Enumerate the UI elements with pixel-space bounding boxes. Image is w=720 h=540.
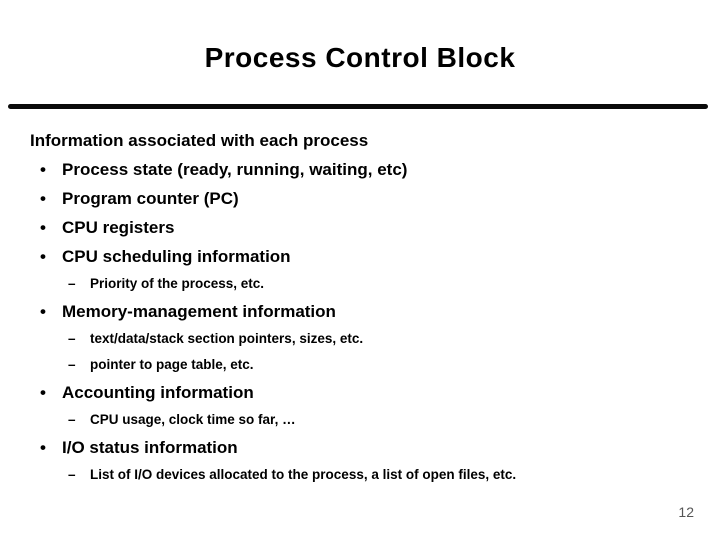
bullet-marker: • bbox=[40, 189, 46, 208]
list-item-text: CPU registers bbox=[62, 218, 175, 237]
list-item: • I/O status information bbox=[0, 433, 720, 462]
list-item: –text/data/stack section pointers, sizes… bbox=[0, 326, 720, 352]
list-item: • Program counter (PC) bbox=[0, 184, 720, 213]
page-title: Process Control Block bbox=[204, 42, 516, 73]
bullet-marker: • bbox=[40, 160, 46, 179]
dash-marker: – bbox=[68, 276, 76, 291]
list-item-text: Information associated with each process bbox=[30, 131, 369, 150]
list-item-text: CPU scheduling information bbox=[62, 247, 291, 266]
list-item: • Memory-management information bbox=[0, 297, 720, 326]
list-item-text: I/O status information bbox=[62, 438, 238, 457]
bullet-marker: • bbox=[40, 247, 46, 266]
dash-marker: – bbox=[68, 467, 76, 482]
list-item: –pointer to page table, etc. bbox=[0, 352, 720, 378]
slide-body: Information associated with each process… bbox=[0, 126, 720, 488]
list-item: • CPU registers bbox=[0, 213, 720, 242]
list-item-text: CPU usage, clock time so far, … bbox=[90, 412, 296, 427]
dash-marker: – bbox=[68, 357, 76, 372]
list-item: • Accounting information bbox=[0, 378, 720, 407]
title-divider-rule bbox=[8, 104, 708, 109]
bullet-marker: • bbox=[40, 383, 46, 402]
dash-marker: – bbox=[68, 412, 76, 427]
list-item-text: List of I/O devices allocated to the pro… bbox=[90, 467, 517, 482]
list-item: • Process state (ready, running, waiting,… bbox=[0, 155, 720, 184]
bullet-marker: • bbox=[40, 218, 46, 237]
page-number: 12 bbox=[678, 504, 694, 520]
list-item: Information associated with each process bbox=[0, 126, 720, 155]
list-item-text: pointer to page table, etc. bbox=[90, 357, 254, 372]
list-item-text: Memory-management information bbox=[62, 302, 336, 321]
bullet-marker: • bbox=[40, 302, 46, 321]
list-item: • CPU scheduling information bbox=[0, 242, 720, 271]
list-item: –CPU usage, clock time so far, … bbox=[0, 407, 720, 433]
list-item-text: Process state (ready, running, waiting, … bbox=[62, 160, 408, 179]
list-item: –Priority of the process, etc. bbox=[0, 271, 720, 297]
list-item-text: Accounting information bbox=[62, 383, 254, 402]
bullet-marker: • bbox=[40, 438, 46, 457]
dash-marker: – bbox=[68, 331, 76, 346]
list-item-text: Program counter (PC) bbox=[62, 189, 239, 208]
list-item-text: Priority of the process, etc. bbox=[90, 276, 265, 291]
list-item-text: text/data/stack section pointers, sizes,… bbox=[90, 331, 364, 346]
list-item: –List of I/O devices allocated to the pr… bbox=[0, 462, 720, 488]
